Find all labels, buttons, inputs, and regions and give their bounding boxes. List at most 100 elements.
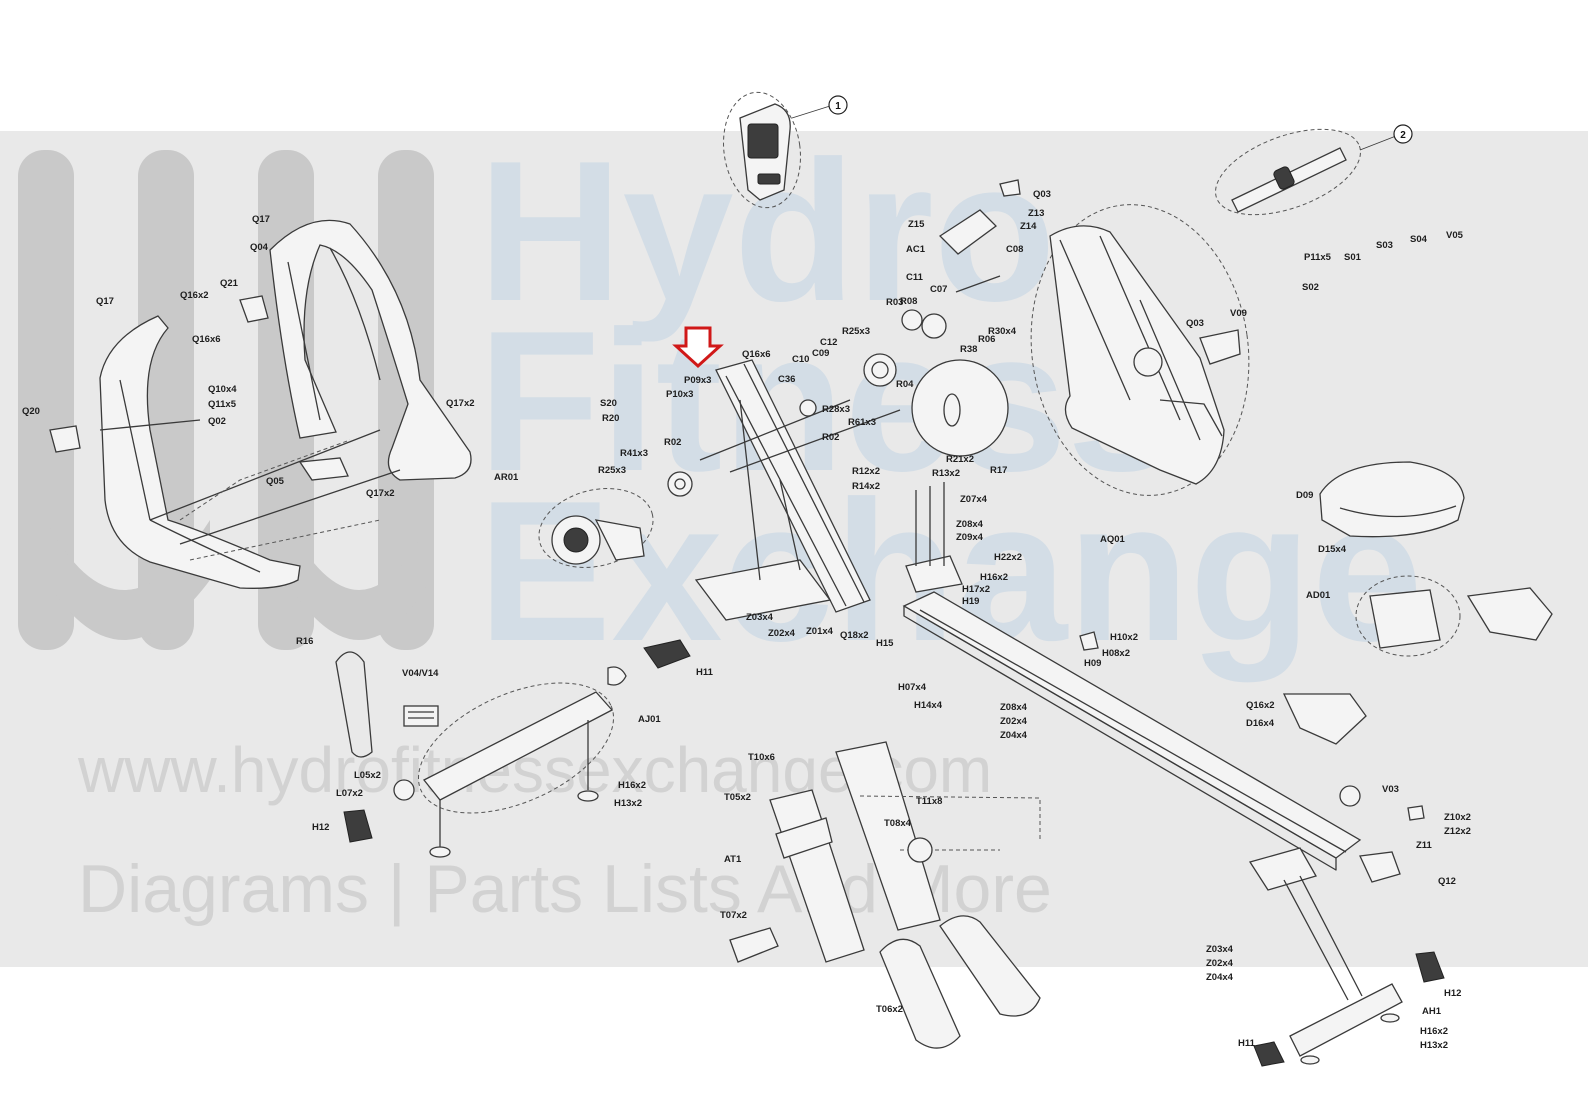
part-label: Z12x2 bbox=[1444, 826, 1471, 837]
part-label: H13x2 bbox=[1420, 1040, 1448, 1051]
part-label: Q16x2 bbox=[1246, 700, 1275, 711]
part-label: R13x2 bbox=[932, 468, 960, 479]
part-label: H16x2 bbox=[618, 780, 646, 791]
footrest-assembly bbox=[729, 741, 1041, 1049]
part-label: Q16x6 bbox=[192, 334, 221, 345]
shroud-assembly bbox=[49, 219, 472, 589]
part-label: L05x2 bbox=[354, 770, 381, 781]
part-label: P10x3 bbox=[666, 389, 693, 400]
part-label: Q02 bbox=[208, 416, 226, 427]
part-label: T11x8 bbox=[916, 796, 942, 807]
part-label: R21x2 bbox=[946, 454, 974, 465]
part-label: Z10x2 bbox=[1444, 812, 1471, 823]
part-label: D16x4 bbox=[1246, 718, 1275, 729]
brake-assembly bbox=[905, 482, 963, 593]
part-label: C11 bbox=[906, 272, 924, 283]
part-label: R38 bbox=[960, 344, 977, 355]
part-label: Z01x4 bbox=[806, 626, 834, 637]
part-label: AQ01 bbox=[1100, 534, 1126, 545]
part-label: H11 bbox=[696, 667, 714, 678]
part-label: V03 bbox=[1382, 784, 1399, 795]
part-label: H19 bbox=[962, 596, 979, 607]
part-label: T10x6 bbox=[748, 752, 775, 763]
part-label: V09 bbox=[1230, 308, 1247, 319]
part-label: Q03 bbox=[1186, 318, 1204, 329]
part-label: T06x2 bbox=[876, 1004, 903, 1015]
part-label: C36 bbox=[778, 374, 795, 385]
part-label: Z08x4 bbox=[1000, 702, 1028, 713]
part-label: R41x3 bbox=[620, 448, 648, 459]
part-label: R20 bbox=[602, 413, 619, 424]
part-label: T07x2 bbox=[720, 910, 747, 921]
part-label: Q04 bbox=[250, 242, 269, 253]
part-label: R28x3 bbox=[822, 404, 850, 415]
part-label: Q17 bbox=[252, 214, 270, 225]
part-label: Q10x4 bbox=[208, 384, 237, 395]
part-label: Z11 bbox=[1416, 840, 1433, 851]
part-label: AJ01 bbox=[638, 714, 661, 725]
part-label: Z03x4 bbox=[1206, 944, 1234, 955]
seat-assembly bbox=[1282, 461, 1553, 745]
part-label: Q03 bbox=[1033, 189, 1051, 200]
part-label: Q17 bbox=[96, 296, 114, 307]
part-label: H09 bbox=[1084, 658, 1101, 669]
part-label: R25x3 bbox=[842, 326, 870, 337]
decal bbox=[403, 705, 439, 727]
part-label: H16x2 bbox=[980, 572, 1008, 583]
monitor-group: 1 bbox=[723, 91, 848, 209]
part-label: C10 bbox=[792, 354, 809, 365]
part-label: H15 bbox=[876, 638, 894, 649]
part-label: R61x3 bbox=[848, 417, 876, 428]
part-label: S03 bbox=[1376, 240, 1393, 251]
fan-housing bbox=[1030, 204, 1250, 496]
part-label: H10x2 bbox=[1110, 632, 1138, 643]
part-label: H14x4 bbox=[914, 700, 943, 711]
part-label: Z08x4 bbox=[956, 519, 984, 530]
part-label: R08 bbox=[900, 296, 917, 307]
part-label: H22x2 bbox=[994, 552, 1022, 563]
part-label: R12x2 bbox=[852, 466, 880, 477]
part-label: H07x4 bbox=[898, 682, 927, 693]
part-label: R16 bbox=[296, 636, 313, 647]
highlight-arrow bbox=[672, 326, 724, 369]
part-label: H16x2 bbox=[1420, 1026, 1448, 1037]
part-label: S02 bbox=[1302, 282, 1319, 293]
part-label: H12 bbox=[312, 822, 329, 833]
part-label: Q17x2 bbox=[366, 488, 395, 499]
part-label: R25x3 bbox=[598, 465, 626, 476]
part-label: Q16x2 bbox=[180, 290, 209, 301]
part-label: AH1 bbox=[1422, 1006, 1442, 1017]
part-label: L07x2 bbox=[336, 788, 363, 799]
part-label: Z03x4 bbox=[746, 612, 774, 623]
part-label: S20 bbox=[600, 398, 617, 409]
part-label: R17 bbox=[990, 465, 1007, 476]
part-label: H08x2 bbox=[1102, 648, 1130, 659]
callout-2 bbox=[1393, 124, 1413, 144]
part-label: Q18x2 bbox=[840, 630, 869, 641]
drive-belt bbox=[335, 651, 373, 758]
part-label: Z04x4 bbox=[1000, 730, 1028, 741]
part-label: Q12 bbox=[1438, 876, 1456, 887]
part-label: Q20 bbox=[22, 406, 40, 417]
part-label: V04/V14 bbox=[402, 668, 439, 679]
part-label: Z02x4 bbox=[1000, 716, 1028, 727]
callout-1-number: 1 bbox=[835, 101, 841, 112]
part-label: R04 bbox=[896, 379, 914, 390]
part-label: S04 bbox=[1410, 234, 1428, 245]
monorail bbox=[902, 591, 1425, 883]
part-label: D15x4 bbox=[1318, 544, 1347, 555]
front-leg-assembly bbox=[335, 639, 691, 858]
part-labels: Q17Q04Q16x2Q21Q17Q16x6Q10x4Q11x5Q20Q02Q1… bbox=[22, 189, 1471, 1051]
part-label: S01 bbox=[1344, 252, 1362, 263]
part-label: Q16x6 bbox=[742, 349, 771, 360]
part-label: Q21 bbox=[220, 278, 239, 289]
part-label: R14x2 bbox=[852, 481, 880, 492]
drive-sprocket bbox=[538, 488, 654, 568]
part-label: Z09x4 bbox=[956, 532, 984, 543]
part-label: R03 bbox=[886, 297, 903, 308]
part-label: T05x2 bbox=[724, 792, 751, 803]
part-label: H12 bbox=[1444, 988, 1461, 999]
part-label: Q05 bbox=[266, 476, 285, 487]
part-label: D09 bbox=[1296, 490, 1313, 501]
part-label: Z04x4 bbox=[1206, 972, 1234, 983]
